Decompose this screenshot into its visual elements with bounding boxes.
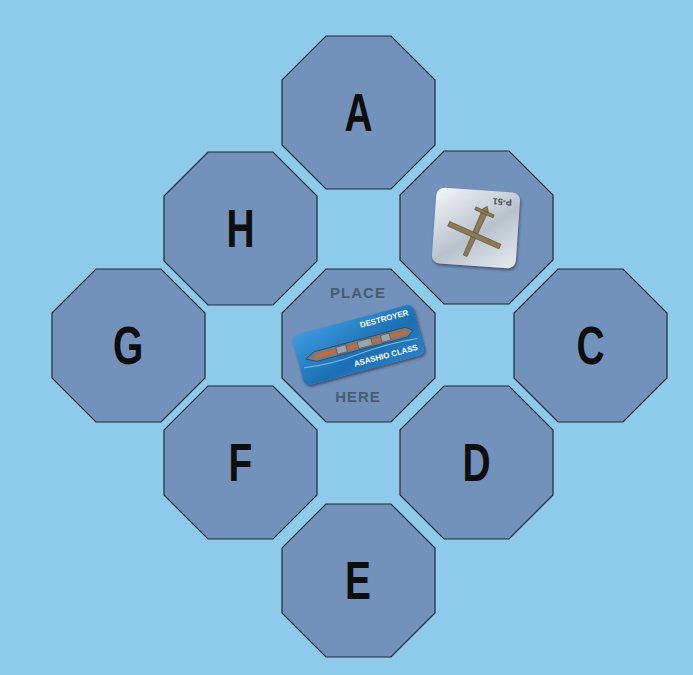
space-letter: C	[576, 314, 604, 376]
octagon-outline	[164, 152, 317, 305]
space-octagon: G	[51, 268, 206, 423]
space-letter: E	[345, 549, 371, 611]
space-letter: F	[228, 431, 252, 493]
aircraft-tile: P-51	[431, 187, 520, 269]
space-letter-wrap: G	[51, 268, 206, 423]
place-text: PLACE	[328, 284, 388, 301]
octagon-outline	[164, 386, 317, 539]
plane-wing	[448, 222, 501, 249]
place-text-wrap: HERE	[281, 388, 436, 406]
space-octagon: A	[281, 35, 436, 190]
ship-turret	[380, 333, 391, 342]
octagon-outline	[282, 36, 435, 189]
space-octagon: E	[281, 503, 436, 658]
place-text-wrap: PLACE	[281, 284, 436, 302]
space-letter-wrap: A	[281, 35, 436, 190]
space-letter-wrap: H	[163, 151, 318, 306]
plane-group	[440, 195, 513, 267]
ship-space-octagon: DESTROYERASASHIO CLASSPLACEHERE	[281, 268, 436, 423]
space-octagon: D	[399, 385, 554, 540]
octagon-outline	[400, 151, 553, 304]
space-letter: H	[226, 197, 254, 259]
ship-bridge	[357, 338, 372, 348]
octagon-outline	[400, 386, 553, 539]
octagon-outline	[514, 269, 667, 422]
octagon-outline	[52, 269, 205, 422]
space-octagon: F	[163, 385, 318, 540]
space-letter: A	[344, 81, 372, 143]
ship-turret	[335, 345, 346, 354]
space-letter-wrap: C	[513, 268, 668, 423]
space-octagon: C	[513, 268, 668, 423]
place-text: HERE	[333, 388, 383, 405]
space-letter: G	[113, 314, 143, 376]
space-octagon: H	[163, 151, 318, 306]
space-letter-wrap: F	[163, 385, 318, 540]
plane-tail	[475, 207, 494, 218]
space-letter: D	[462, 431, 490, 493]
space-letter-wrap: E	[281, 503, 436, 658]
octagon-outline	[282, 504, 435, 657]
octagon-outline	[282, 269, 435, 422]
aircraft-code: P-51	[493, 196, 513, 207]
space-letter-wrap: D	[399, 385, 554, 540]
